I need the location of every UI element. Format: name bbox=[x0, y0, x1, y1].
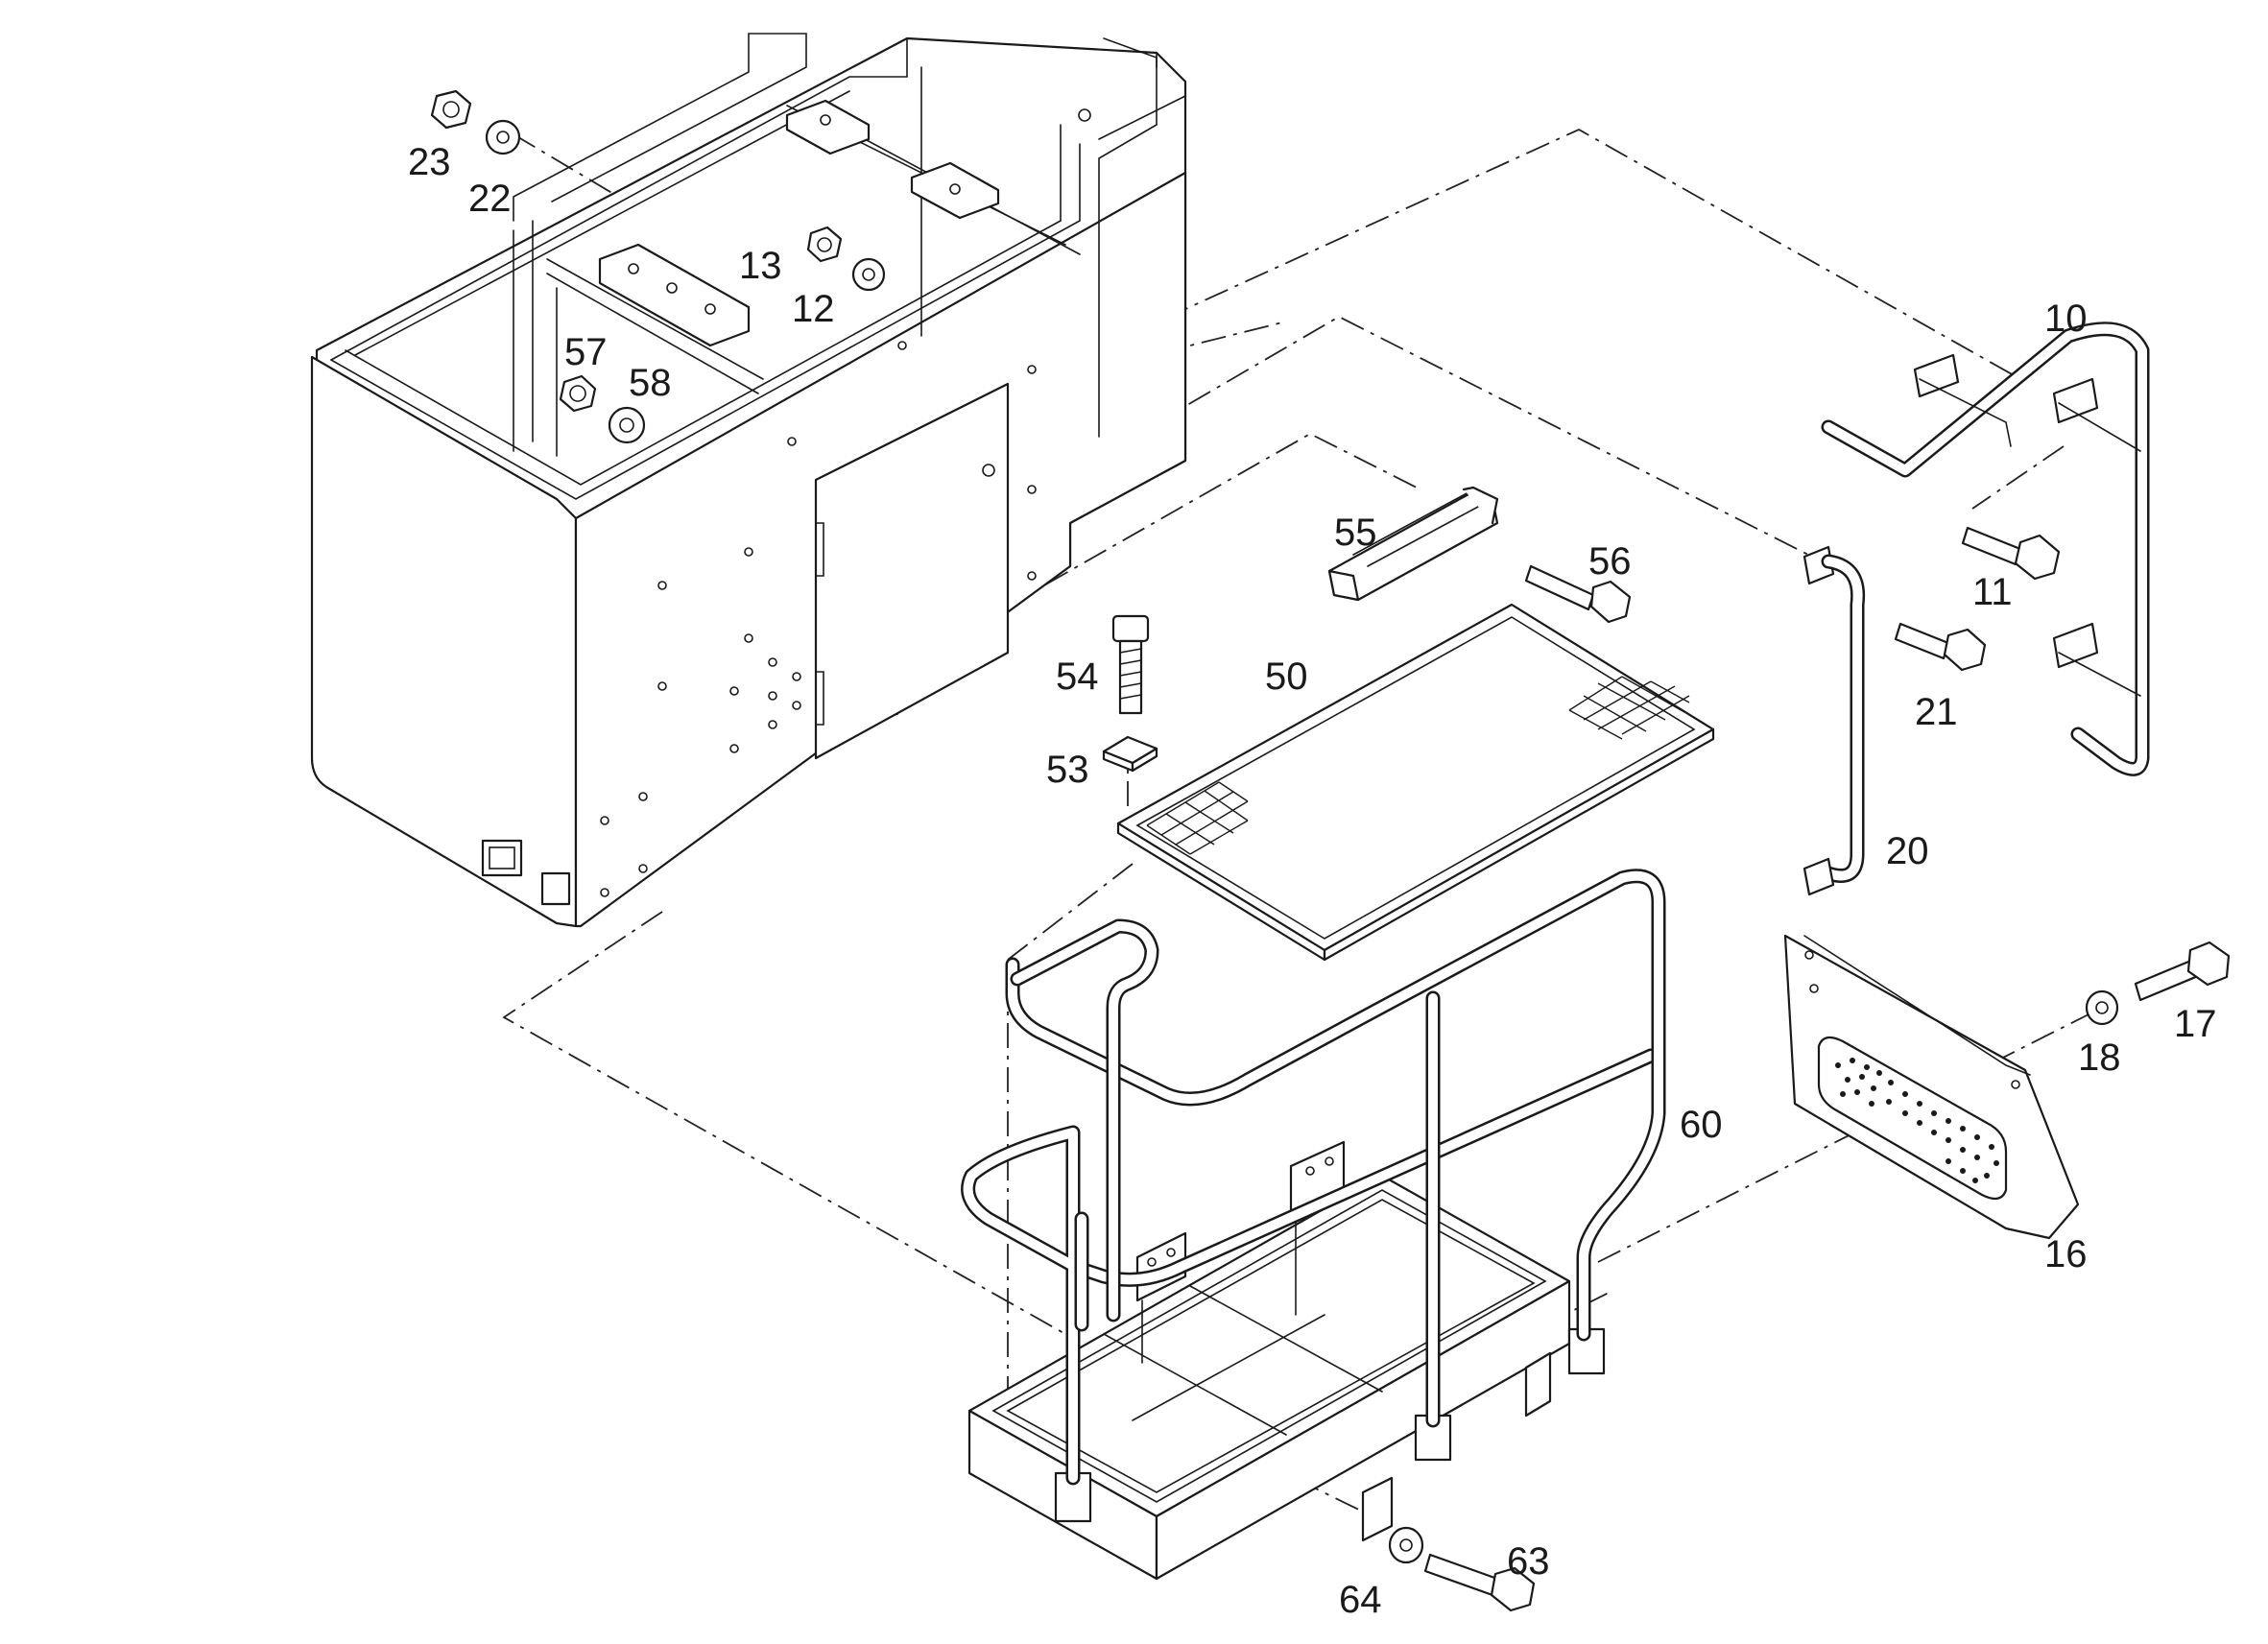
platform-basket-60 bbox=[961, 869, 1666, 1581]
mesh-right bbox=[1568, 676, 1690, 740]
bolt-21 bbox=[1894, 622, 1987, 672]
washer-64 bbox=[1388, 1526, 1424, 1564]
handrail-10 bbox=[1821, 322, 2150, 776]
bolt-54 bbox=[1111, 614, 1150, 715]
callout-53: 53 bbox=[1046, 749, 1089, 791]
perforation bbox=[1835, 1058, 1999, 1183]
mesh-left bbox=[1146, 781, 1249, 855]
callout-54: 54 bbox=[1056, 655, 1099, 698]
nut-13 bbox=[806, 226, 843, 263]
callout-64: 64 bbox=[1339, 1579, 1382, 1621]
cabinet-holes bbox=[600, 341, 1037, 897]
callout-60: 60 bbox=[1680, 1104, 1723, 1146]
grating-50 bbox=[1116, 603, 1715, 962]
callout-23: 23 bbox=[408, 141, 451, 183]
callout-17: 17 bbox=[2174, 1003, 2217, 1045]
washer-22 bbox=[485, 119, 521, 155]
callout-11: 11 bbox=[1972, 571, 2013, 613]
step-panel-16 bbox=[1783, 934, 2080, 1240]
callout-10: 10 bbox=[2044, 298, 2088, 340]
callout-56: 56 bbox=[1588, 540, 1632, 583]
cabinet-body bbox=[310, 33, 1187, 928]
callout-labels: 10 11 12 13 16 17 18 20 21 22 23 50 53 5… bbox=[408, 141, 2217, 1621]
washer-12 bbox=[851, 257, 886, 292]
step-bracket-55 bbox=[1327, 486, 1499, 602]
callout-18: 18 bbox=[2078, 1036, 2121, 1079]
bolt-17 bbox=[2134, 941, 2231, 1002]
bolt-56 bbox=[1524, 564, 1632, 624]
callout-21: 21 bbox=[1915, 691, 1958, 733]
nut-57 bbox=[559, 374, 597, 413]
callout-63: 63 bbox=[1507, 1540, 1550, 1583]
callout-57: 57 bbox=[564, 331, 608, 373]
callout-13: 13 bbox=[739, 245, 782, 287]
callout-50: 50 bbox=[1265, 655, 1308, 698]
callout-16: 16 bbox=[2044, 1233, 2088, 1275]
plate-53 bbox=[1102, 735, 1158, 773]
handle-20 bbox=[1802, 545, 1866, 896]
callout-12: 12 bbox=[792, 288, 835, 330]
callout-58: 58 bbox=[629, 362, 672, 404]
nut-23 bbox=[430, 89, 472, 130]
callout-55: 55 bbox=[1334, 512, 1377, 554]
callout-22: 22 bbox=[468, 178, 512, 220]
bolt-11 bbox=[1961, 526, 2061, 581]
washer-18 bbox=[2085, 989, 2119, 1026]
bolt-63 bbox=[1423, 1553, 1536, 1612]
callout-20: 20 bbox=[1886, 830, 1929, 872]
washer-58 bbox=[608, 406, 646, 444]
